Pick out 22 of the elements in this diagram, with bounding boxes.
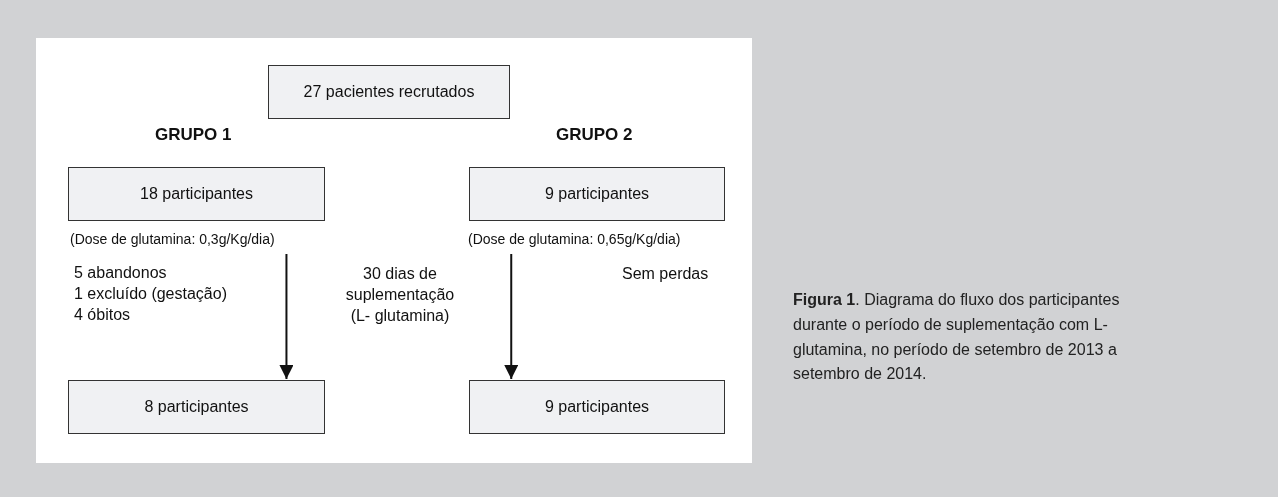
box-label: 18 participantes	[140, 185, 253, 203]
dose-note: (Dose de glutamina: 0,3g/Kg/dia)	[70, 231, 275, 247]
group-heading: GRUPO 2	[556, 124, 633, 146]
note-text: 5 abandonos	[74, 263, 167, 283]
arrow	[279, 253, 294, 380]
note-text: 4 óbitos	[74, 305, 131, 325]
note-text: Sem perdas	[622, 264, 709, 284]
process-box	[68, 167, 325, 221]
process-box	[68, 380, 325, 434]
process-box	[469, 380, 725, 434]
box-label: 8 participantes	[144, 398, 249, 416]
process-box	[268, 65, 510, 119]
box-label: 9 participantes	[544, 185, 650, 203]
box-label: 9 participantes	[544, 398, 650, 416]
figure-caption: Figura 1. Diagrama do fluxo dos participantes durante o período de suplementação com L- glutamina, no período de setembro de 2013 a setembro de 2014.	[793, 290, 1121, 385]
arrow	[504, 253, 519, 380]
note-text: 1 excluído (gestação)	[74, 284, 227, 304]
note-text: 30 dias de suplementação (L- glutamina)	[344, 264, 456, 326]
process-box	[469, 167, 725, 221]
box-label: 27 pacientes recrutados	[303, 83, 475, 101]
group-heading: GRUPO 1	[155, 124, 232, 146]
dose-note: (Dose de glutamina: 0,65g/Kg/dia)	[468, 231, 681, 247]
